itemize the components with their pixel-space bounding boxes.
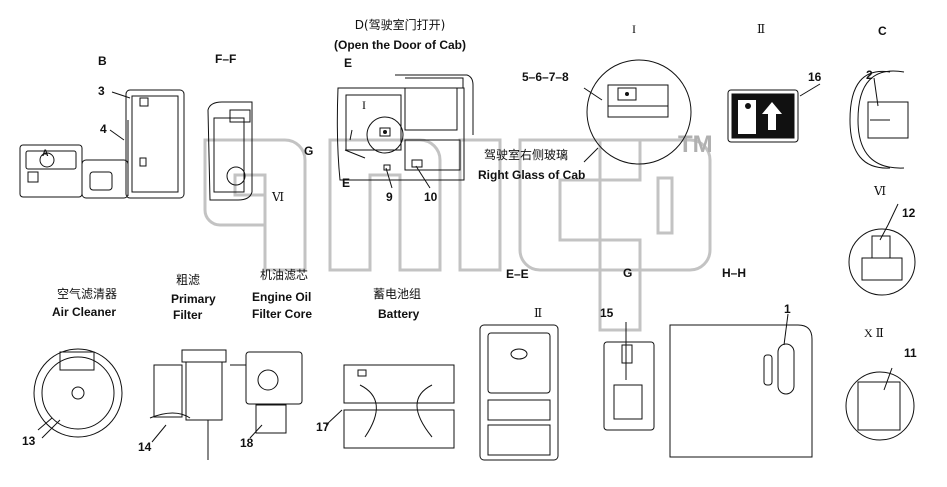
callout-12: 12 [902, 206, 916, 220]
callout-14: 14 [138, 440, 152, 454]
callout-13: 13 [22, 434, 36, 448]
engine-oil-cn: 机油滤芯 [260, 268, 309, 282]
view-g-drawing [603, 341, 655, 431]
callout-leaders [41, 91, 899, 443]
label-view-hh: H–H [722, 266, 747, 280]
roman-ii-top: Ⅱ [757, 22, 766, 36]
decal-panel-icon [625, 92, 629, 96]
callout-16: 16 [808, 70, 822, 84]
exit-sign-icon [732, 94, 794, 138]
view-ee-drawing [479, 324, 559, 461]
view-ff-drawing [207, 101, 253, 201]
primary-filter-en-2: Filter [173, 308, 203, 322]
view-xii-drawing [845, 367, 915, 441]
door-view-title-en: (Open the Door of Cab) [334, 38, 466, 52]
right-glass-cn: 驾驶室右侧玻璃 [484, 148, 569, 162]
door-view-title-cn: D(驾驶室门打开) [354, 18, 446, 32]
view-c-drawing [849, 70, 909, 169]
roman-vi-left: Ⅵ [272, 190, 285, 204]
engine-oil-filter-drawing [230, 351, 303, 434]
label-view-b: B [98, 54, 107, 68]
right-glass-en: Right Glass of Cab [478, 168, 586, 182]
label-view-ee: E–E [506, 267, 529, 281]
view-vi-right-drawing [848, 224, 916, 296]
callout-1: 1 [784, 302, 791, 316]
callout-4: 4 [100, 122, 107, 136]
view-d-cab-drawing [336, 74, 474, 181]
air-cleaner-drawing [33, 348, 123, 438]
callout-3: 3 [98, 84, 105, 98]
watermark-tm: TM [678, 131, 713, 158]
cab-marker-icon [383, 130, 387, 134]
battery-cn: 蓄电池组 [373, 287, 422, 301]
engine-oil-en-2: Filter Core [252, 307, 313, 321]
label-view-g: G [623, 266, 633, 280]
roman-i-top: I [632, 22, 636, 36]
primary-filter-en-1: Primary [171, 292, 216, 306]
label-a-emblem: A [42, 148, 49, 158]
primary-filter-drawing [149, 349, 227, 460]
battery-en: Battery [378, 307, 420, 321]
air-cleaner-cn: 空气滤清器 [57, 287, 118, 301]
callout-18: 18 [240, 436, 254, 450]
view-i-decals-drawing [583, 59, 692, 165]
callout-17: 17 [316, 420, 330, 434]
label-section-g-top: G [304, 144, 314, 158]
label-section-e-top: E [344, 56, 353, 70]
primary-filter-cn: 粗滤 [176, 273, 201, 287]
callout-15: 15 [600, 306, 614, 320]
callout-9: 9 [386, 190, 393, 204]
callout-11: 11 [904, 346, 917, 360]
roman-i-door: I [362, 98, 366, 112]
view-b-drawing [19, 89, 185, 199]
roman-xii: X Ⅱ [864, 326, 884, 340]
callout-2: 2 [866, 68, 873, 82]
air-cleaner-en: Air Cleaner [52, 305, 117, 319]
callout-5-6-7-8: 5–6–7–8 [522, 70, 569, 84]
roman-ii-mid: Ⅱ [534, 306, 543, 320]
roman-vi-right: Ⅵ [874, 184, 887, 198]
battery-drawing [343, 364, 455, 449]
callout-10: 10 [424, 190, 438, 204]
view-hh-drawing [669, 324, 813, 458]
engine-oil-en-1: Engine Oil [252, 290, 312, 304]
label-section-e-bottom: E [342, 176, 351, 190]
label-view-c: C [878, 24, 887, 38]
label-view-ff: F–F [215, 52, 237, 66]
